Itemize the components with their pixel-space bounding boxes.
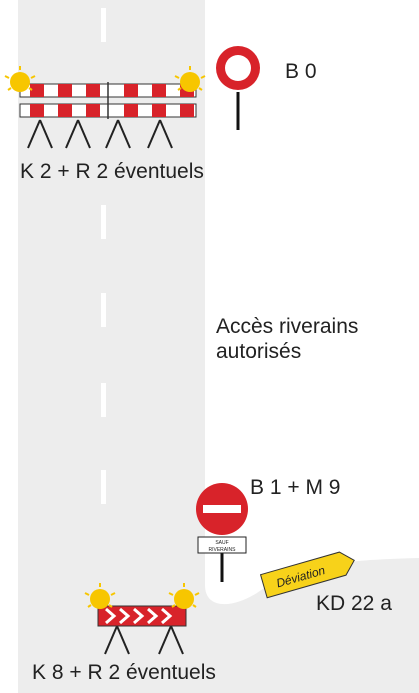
- road-surface: [18, 0, 419, 693]
- centre-line: [101, 8, 106, 504]
- sign-plate-text-1: SAUF: [215, 540, 228, 546]
- barrier-k2-stripes: [30, 84, 194, 117]
- sign-plate-text-2: RIVERAINS: [209, 547, 237, 553]
- barrier-k8-chevrons: [105, 607, 173, 625]
- barrier-k2-legs: [27, 119, 173, 149]
- barrier-k8: [84, 583, 200, 655]
- flashing-light-icon: [4, 66, 36, 92]
- flashing-light-icon: [84, 583, 116, 609]
- b0-sign-label: B 0: [285, 60, 317, 83]
- access-note-line1: Accès riverains: [216, 315, 359, 338]
- no-entry-sign: SAUF RIVERAINS: [196, 483, 248, 582]
- b1-sign-label: B 1 + M 9: [250, 476, 341, 499]
- circle-prohibition-sign: [216, 46, 260, 130]
- barrier-k8-legs: [104, 625, 184, 655]
- deviation-sign-code: KD 22 a: [316, 592, 392, 615]
- barrier-k2: [4, 66, 206, 149]
- access-note-line2: autorisés: [216, 340, 302, 363]
- sign-plate: [197, 536, 247, 554]
- bottom-barrier-label: K 8 + R 2 éventuels: [32, 661, 216, 684]
- top-barrier-label: K 2 + R 2 éventuels: [20, 160, 204, 183]
- flashing-light-icon: [168, 583, 200, 609]
- flashing-light-icon: [174, 66, 206, 92]
